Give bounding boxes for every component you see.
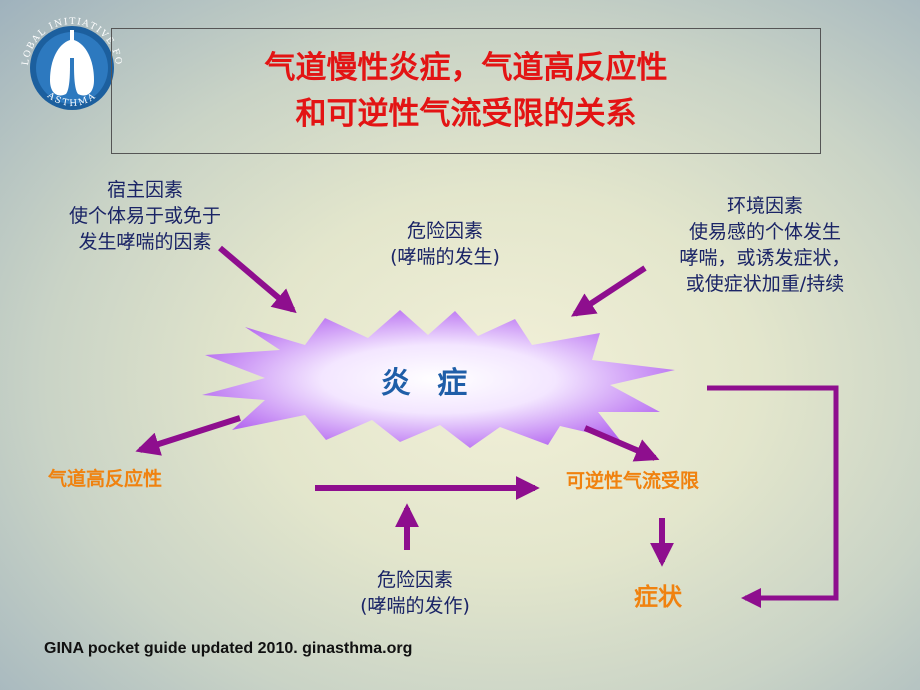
gina-logo: GLOBAL INITIATIVE FOR ASTHMA <box>14 10 122 110</box>
inflammation-burst <box>202 310 675 448</box>
arrow-inflammation-to-airflow-limitation <box>583 425 660 462</box>
risk-factors-attack: 危险因素 (哮喘的发作) <box>330 567 500 619</box>
environment-factors-line-3: 哮喘，或诱发症状， <box>679 247 851 269</box>
title-box: 气道慢性炎症，气道高反应性 和可逆性气流受限的关系 <box>111 28 821 154</box>
arrow-inflammation-loop-to-symptoms <box>707 385 839 608</box>
host-factors-heading: 宿主因素 <box>106 179 183 201</box>
arrow-host-to-inflammation <box>218 245 297 314</box>
environment-factors-line-4: 或使症状加重/持续 <box>685 273 845 295</box>
environment-factors-heading: 环境因素 <box>726 195 803 217</box>
reversible-airflow-limitation-label: 可逆性气流受限 <box>566 470 700 492</box>
risk-factors-onset-heading: 危险因素 <box>406 220 483 242</box>
title-line-1: 气道慢性炎症，气道高反应性 <box>264 50 668 86</box>
title-line-2: 和可逆性气流受限的关系 <box>295 96 637 132</box>
arrow-environment-to-inflammation <box>570 265 647 317</box>
risk-factors-attack-subtitle: (哮喘的发作) <box>360 595 470 617</box>
host-factors-line-3: 发生哮喘的因素 <box>78 231 212 253</box>
environment-factors: 环境因素 使易感的个体发生 哮喘，或诱发症状， 或使症状加重/持续 <box>640 193 890 297</box>
risk-factors-onset: 危险因素 (哮喘的发生) <box>360 218 530 270</box>
risk-factors-attack-heading: 危险因素 <box>376 569 453 591</box>
host-factors: 宿主因素 使个体易于或免于 发生哮喘的因素 <box>40 177 250 255</box>
risk-factors-onset-subtitle: (哮喘的发生) <box>390 246 500 268</box>
airway-hyperresponsiveness-label: 气道高反应性 <box>48 468 163 490</box>
arrow-inflammation-to-hyperresponsiveness <box>135 415 241 456</box>
inflammation-label: 炎 症 <box>380 366 476 401</box>
environment-factors-line-2: 使易感的个体发生 <box>688 221 841 243</box>
symptoms-label: 症状 <box>634 583 682 611</box>
host-factors-line-2: 使个体易于或免于 <box>68 205 221 227</box>
source-footer: GINA pocket guide updated 2010. ginasthm… <box>44 640 413 657</box>
